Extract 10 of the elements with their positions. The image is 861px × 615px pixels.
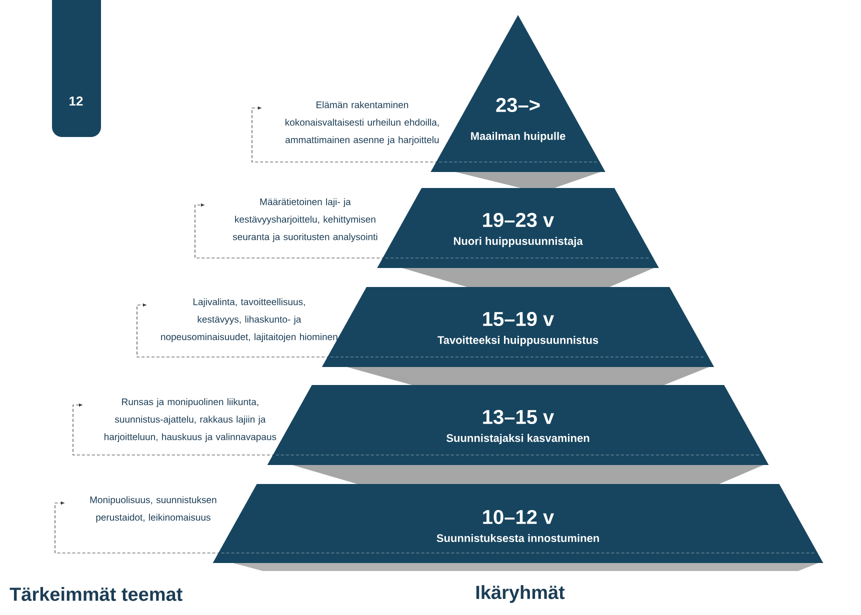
heading: Tärkeimmät teemat <box>10 587 182 601</box>
theme-text: Määrätietoinen laji- ja kestävyysharjoittelu, kehittymisen seuranta ja suoritusten analysointi <box>232 198 378 242</box>
leader-arrow <box>72 404 276 456</box>
leader-arrow <box>54 502 221 554</box>
heading: Ikäryhmät <box>476 585 565 603</box>
page-number: 12 <box>52 0 101 137</box>
leader-arrow <box>252 106 438 162</box>
pyramid-tier: 19–23 v Nuori huippusuunnistaja <box>377 188 659 268</box>
leader-arrow <box>194 204 385 258</box>
leader-arrow <box>136 304 330 358</box>
